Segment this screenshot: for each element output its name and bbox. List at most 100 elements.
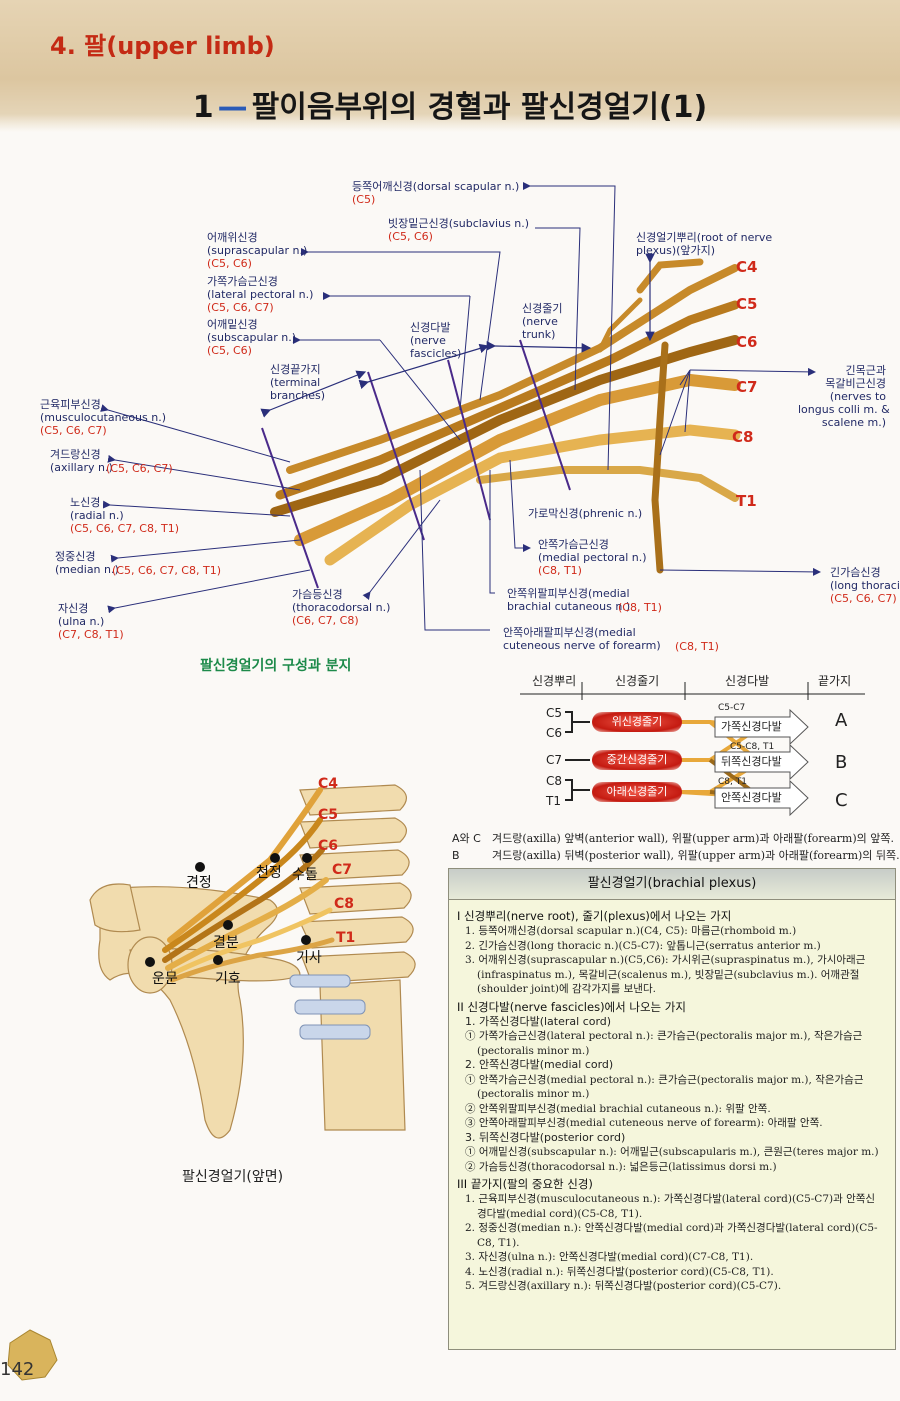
plexus-schema: 신경뿌리 신경줄기 신경다발 끝가지 C5 C6 C7 C8 T1 위신경줄기 … <box>520 672 900 822</box>
label-lateral-pectoral: 가쪽가슴근신경 (lateral pectoral n.)(C5, C6, C7… <box>207 275 314 314</box>
upper-trunk: 위신경줄기 <box>592 712 682 732</box>
panel-item: ② 안쪽위팔피부신경(medial brachial cutaneous n.)… <box>465 1102 771 1115</box>
label-subscapular: 어깨밑신경 (subscapular n.)(C5, C6) <box>207 318 297 357</box>
skeleton-nerves <box>162 787 335 983</box>
skel-root-t1: T1 <box>336 930 356 946</box>
spinal-column <box>319 979 406 1131</box>
leader-lines <box>100 182 821 631</box>
schema-header-trunk: 신경줄기 <box>615 674 660 688</box>
plexus-caption: 팔신경얼기의 구성과 분지 <box>200 658 352 674</box>
panel-item: (pectoralis minor m.) <box>477 1088 590 1100</box>
title-dash: — <box>217 90 248 125</box>
panel-subhead: 3. 뒤쪽신경다발(posterior cord) <box>465 1130 626 1144</box>
point-gisa: 기사 <box>296 950 322 966</box>
panel-item: 경다발(medial cord)(C5-C8, T1). <box>477 1207 643 1220</box>
point-cheonjeong: 천정 <box>256 865 282 881</box>
skel-root-c5: C5 <box>318 807 339 823</box>
schema-lines <box>520 682 865 817</box>
label-medial-pectoral: 안쪽가슴근신경 (medial pectoral n.)(C8, T1) <box>538 538 647 577</box>
panel-item: 1. 근육피부신경(musculocutaneous n.): 가쪽신경다발(l… <box>465 1193 876 1205</box>
schema-header-end: 끝가지 <box>818 674 852 688</box>
page-header <box>0 0 900 132</box>
label-phrenic: 가로막신경(phrenic n.) <box>528 507 643 520</box>
panel-title: 팔신경얼기(brachial plexus) <box>449 869 895 900</box>
panel-item: (pectoralis minor m.) <box>477 1044 590 1057</box>
posterior-cord: 뒤쪽신경다발 <box>721 755 782 768</box>
end-a: A <box>835 710 848 731</box>
label-axillary: 겨드랑신경 (axillary n.) <box>50 448 113 474</box>
skel-root-c4: C4 <box>318 776 339 792</box>
lateral-cord: 가쪽신경다발 <box>721 720 782 733</box>
root-c7: C7 <box>736 378 758 396</box>
brachial-plexus-panel: 팔신경얼기(brachial plexus) I 신경뿌리(nerve root… <box>448 868 896 1350</box>
label-nerve-trunk: 신경줄기 (nerve trunk) <box>522 302 563 341</box>
root-t1: T1 <box>736 492 757 510</box>
end-c: C <box>835 790 848 811</box>
panel-subhead: 1. 가쪽신경다발(lateral cord) <box>465 1014 612 1028</box>
label-musculocutaneous: 근육피부신경 (musculocutaneous n.)(C5, C6, C7) <box>40 398 167 437</box>
point-sudol: 수돌 <box>292 867 318 883</box>
panel-item: 3. 어깨위신경(suprascapular n.)(C5,C6): 가시위근(… <box>465 954 866 966</box>
panel-item: 2. 긴가슴신경(long thoracic n.)(C5-C7): 앞톱니근(… <box>465 939 821 952</box>
panel-item: 5. 겨드랑신경(axillary n.): 뒤쪽신경다발(posterior … <box>465 1280 782 1292</box>
root-c5: C5 <box>736 295 758 313</box>
panel-item: 1. 등쪽어깨신경(dorsal scapular n.)(C4, C5): 마… <box>465 925 797 937</box>
skel-root-c8: C8 <box>334 896 355 912</box>
intervertebral-discs <box>289 974 371 1040</box>
panel-item: 3. 자신경(ulna n.): 안쪽신경다발(medial cord)(C7-… <box>465 1251 754 1263</box>
panel-section-2: II 신경다발(nerve fascicles)에서 나오는 가지 <box>457 999 686 1014</box>
page-badge <box>7 1329 58 1381</box>
label-axillary-roots: (C5, C6, C7) <box>106 462 173 475</box>
schema-root-c7: C7 <box>546 753 563 767</box>
schema-root-c8: C8 <box>546 774 563 788</box>
title-text: 팔이음부위의 경혈과 팔신경얼기(1) <box>251 90 708 125</box>
title-number: 1 <box>192 90 214 125</box>
panel-item: ③ 안쪽아래팔피부신경(medial cuteneous nerve of fo… <box>465 1117 823 1129</box>
point-unmun: 운문 <box>152 971 178 987</box>
label-radial: 노신경 (radial n.)(C5, C6, C7, C8, T1) <box>70 496 179 535</box>
label-medial-forearm-roots: (C8, T1) <box>675 640 719 653</box>
panel-item: (infraspinatus m.), 목갈비근(scalenus m.), 빗… <box>477 968 860 981</box>
label-suprascapular: 어깨위신경 (suprascapular n.)(C5, C6) <box>207 231 308 270</box>
double-arrows <box>260 253 655 418</box>
skeleton-illustration <box>89 784 416 1139</box>
acromion <box>89 883 141 933</box>
schema-root-t1: T1 <box>546 794 561 808</box>
page-title: 1—팔이음부위의 경혈과 팔신경얼기(1) <box>0 82 900 126</box>
middle-trunk: 중간신경줄기 <box>592 750 682 770</box>
point-gyeonjeong: 견정 <box>186 875 212 891</box>
label-median-roots: (C5, C6, C7, C8, T1) <box>112 564 221 577</box>
plexus-illustration <box>100 182 821 631</box>
label-root-of-plexus: 신경얼기뿌리(root of nerve plexus)(앞가지) <box>636 231 773 257</box>
nerve-bundles <box>270 258 741 574</box>
skeleton-caption: 팔신경얼기(앞면) <box>182 1169 284 1185</box>
point-gyeolbun: 결분 <box>213 935 239 951</box>
skel-root-c7: C7 <box>332 862 353 878</box>
panel-item: ① 어깨밑신경(subscapular n.): 어깨밑근(subscapula… <box>465 1146 879 1158</box>
panel-section-1: I 신경뿌리(nerve root), 줄기(plexus)에서 나오는 가지 <box>457 909 732 923</box>
root-c4: C4 <box>736 258 758 276</box>
end-b: B <box>835 752 848 773</box>
schema-header-cord: 신경다발 <box>725 674 770 688</box>
label-terminal-branches: 신경끝가지 (terminal branches) <box>270 363 326 402</box>
cord-roots-medial: C8, T1 <box>718 777 747 787</box>
label-nerve-fascicles: 신경다발 (nerve fascicles) <box>410 321 462 360</box>
panel-item: ① 안쪽가슴근신경(medial pectoral n.): 큰가슴근(pect… <box>465 1073 864 1086</box>
point-giho: 기호 <box>215 971 241 987</box>
lower-trunk: 아래신경줄기 <box>592 782 682 802</box>
label-medial-brachial: 안쪽위팔피부신경(medial brachial cutaneous n.) <box>507 587 631 613</box>
panel-item: 4. 노신경(radial n.): 뒤쪽신경다발(posterior cord… <box>465 1265 774 1278</box>
medial-cord: 안쪽신경다발 <box>721 791 782 804</box>
panel-subhead: 2. 안쪽신경다발(medial cord) <box>465 1058 614 1071</box>
label-long-thoracic: 긴가슴신경 (long thoracic n.)(C5, C6, C7) <box>830 566 900 605</box>
schema-root-c5: C5 <box>546 706 563 720</box>
label-medial-forearm: 안쪽아래팔피부신경(medial cuteneous nerve of fore… <box>503 626 661 652</box>
root-c8: C8 <box>732 428 754 446</box>
skel-root-c6: C6 <box>318 838 339 854</box>
schema-header-root: 신경뿌리 <box>532 674 577 688</box>
panel-item: C8, T1). <box>477 1236 520 1249</box>
acupoints <box>145 853 312 967</box>
panel-item: 2. 정중신경(median n.): 안쪽신경다발(medial cord)과… <box>465 1222 878 1234</box>
